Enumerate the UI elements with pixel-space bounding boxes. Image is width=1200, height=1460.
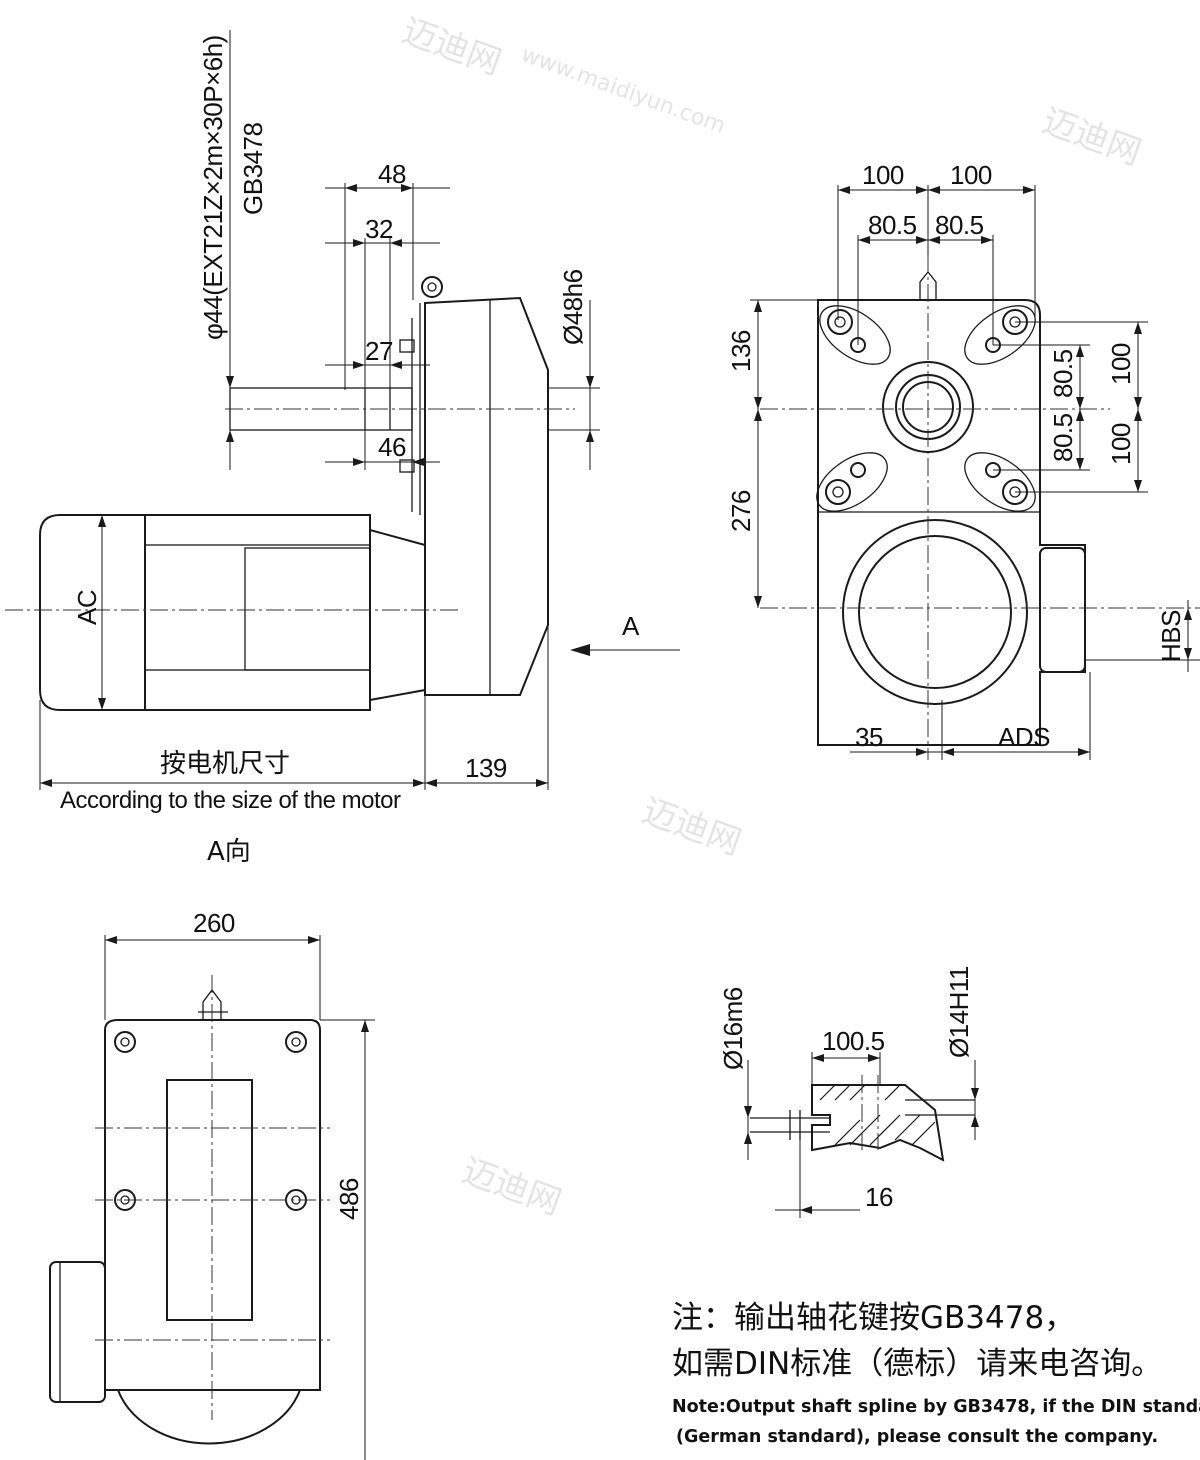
note-cn-line-2: 如需DIN标准（德标）请来电咨询。 — [672, 1346, 1162, 1382]
dim-80-5-right: 80.5 — [935, 210, 984, 240]
dim-27: 27 — [365, 336, 393, 366]
dim-ac: AC — [72, 590, 102, 625]
dim-ads: ADS — [998, 722, 1050, 752]
watermark-url: www.maidiyun.com — [518, 42, 729, 139]
dim-14h11: Ø14H11 — [944, 966, 974, 1058]
detail-view: Ø16m6 Ø14H11 100.5 16 — [718, 966, 979, 1218]
spline-spec-label: φ44(EXT21Z×2m×30P×6h) — [198, 35, 228, 340]
note-cn-line-1: 注：输出轴花键按GB3478， — [672, 1300, 1075, 1336]
view-a-marker: A — [622, 611, 640, 641]
dim-139: 139 — [465, 753, 507, 783]
dim-100-bottom: 100 — [1106, 423, 1136, 465]
view-a: A向 260 486 — [49, 837, 375, 1460]
dim-100-5: 100.5 — [822, 1026, 885, 1056]
dim-100-top: 100 — [1106, 343, 1136, 385]
dim-hbs: HBS — [1156, 610, 1186, 662]
dim-136: 136 — [726, 330, 756, 372]
dim-100-left: 100 — [862, 160, 904, 190]
spline-standard-label: GB3478 — [238, 123, 268, 215]
motor-note-cn: 按电机尺寸 — [160, 749, 290, 779]
side-view: φ44(EXT21Z×2m×30P×6h) GB3478 48 32 27 46 — [5, 30, 680, 814]
note-en-line-1: Note:Output shaft spline by GB3478, if t… — [672, 1397, 1200, 1417]
note-en-line-2: (German standard), please consult the co… — [676, 1427, 1158, 1447]
dim-80-5-left: 80.5 — [868, 210, 917, 240]
dim-80-5-top: 80.5 — [1048, 349, 1078, 398]
view-a-title: A向 — [207, 837, 251, 867]
dim-48: 48 — [378, 159, 406, 189]
dim-100-right: 100 — [950, 160, 992, 190]
watermark-brand-cn: 迈迪网 — [397, 11, 507, 83]
dim-80-5-bottom: 80.5 — [1048, 413, 1078, 462]
front-view: 100 100 80.5 80.5 136 276 80.5 80.5 — [726, 160, 1200, 760]
watermark-brand-cn: 迈迪网 — [1037, 101, 1147, 173]
note-block: 注：输出轴花键按GB3478， 如需DIN标准（德标）请来电咨询。 Note:O… — [672, 1300, 1200, 1447]
dim-46: 46 — [378, 432, 406, 462]
dim-16m6: Ø16m6 — [718, 987, 748, 1070]
dim-35: 35 — [855, 722, 883, 752]
dim-486: 486 — [334, 1178, 364, 1220]
watermark-brand-cn: 迈迪网 — [457, 1151, 567, 1223]
dim-48h6: Ø48h6 — [558, 269, 588, 345]
dim-32: 32 — [365, 214, 393, 244]
dim-276: 276 — [726, 490, 756, 532]
watermark: 迈迪网 www.maidiyun.com 迈迪网 迈迪网 迈迪网 — [397, 11, 1147, 1223]
watermark-brand-cn: 迈迪网 — [637, 791, 747, 863]
motor-note-en: According to the size of the motor — [60, 787, 401, 814]
dim-260: 260 — [193, 908, 235, 938]
dim-16: 16 — [865, 1182, 893, 1212]
